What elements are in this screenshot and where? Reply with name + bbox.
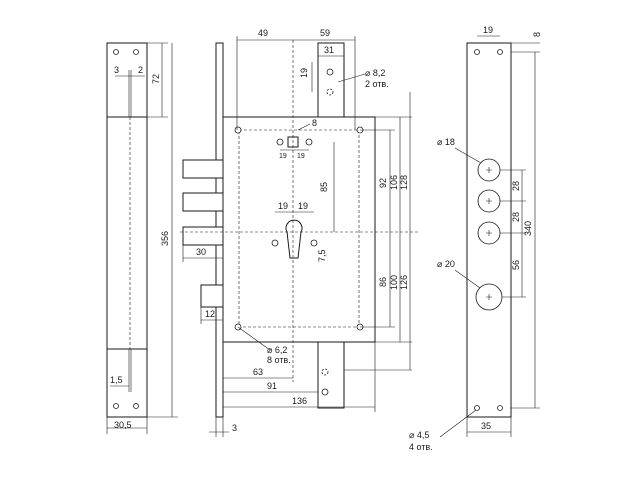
screw-hole-icon xyxy=(310,239,318,247)
dim-label: 8 xyxy=(532,32,542,37)
dim-label: 92 xyxy=(378,178,388,188)
side-view: 3 2 72 356 1,5 30,5 xyxy=(106,42,178,434)
rivet-hole-icon xyxy=(326,88,334,96)
dim-label: 56 xyxy=(511,260,521,270)
dim-label: 63 xyxy=(253,367,263,377)
dim-label: 19 xyxy=(278,201,288,211)
mount-hole-icon xyxy=(234,126,242,134)
lower-tongue-plate xyxy=(317,339,345,409)
mount-hole-icon xyxy=(133,49,139,55)
leader-line xyxy=(454,147,482,164)
dim-label: 30,5 xyxy=(114,420,132,430)
leader-line xyxy=(454,269,481,289)
screw-hole-icon xyxy=(305,138,313,146)
dim-label: 2 xyxy=(138,65,143,75)
dim-label: 356 xyxy=(160,231,170,246)
bolt-2 xyxy=(182,192,224,212)
latch-bolt xyxy=(200,284,224,308)
mount-hole-icon xyxy=(474,405,480,411)
mount-hole-icon xyxy=(474,49,480,55)
dim-label: 1,5 xyxy=(110,375,123,385)
dim-label: 30 xyxy=(196,247,206,257)
dim-label: 86 xyxy=(378,277,388,287)
dim-label: 3 xyxy=(114,65,119,75)
dim-label: 19 xyxy=(279,153,287,160)
dim-label: 126 xyxy=(399,275,409,290)
case-inner-outline xyxy=(238,129,360,328)
dim-label: 35 xyxy=(481,421,491,431)
leader-line xyxy=(297,123,311,131)
dim-label: 340 xyxy=(523,221,533,236)
dim-label: 31 xyxy=(324,45,334,55)
dim-label: 28 xyxy=(511,212,521,222)
dim-label: 12 xyxy=(205,309,215,319)
dim-label: 49 xyxy=(258,28,268,38)
dim-label: 8 xyxy=(312,118,317,128)
center-cross xyxy=(486,167,492,300)
dim-label: ⌀ 8,2 xyxy=(365,68,385,78)
dim-label: 19 xyxy=(298,201,308,211)
dim-label: ⌀ 18 xyxy=(437,137,455,147)
mount-hole-icon xyxy=(497,405,503,411)
mount-hole-icon xyxy=(497,49,503,55)
dim-label: 128 xyxy=(399,175,409,190)
bolt-1 xyxy=(182,159,224,179)
rivet-hole-icon xyxy=(321,388,329,396)
front-view: 49 59 31 19 ⌀ 8,2 2 отв. 8 19 19 85 19 1… xyxy=(180,28,420,437)
bolt-3 xyxy=(182,226,224,246)
dim-label: 28 xyxy=(511,181,521,191)
leader-line xyxy=(337,73,366,83)
dim-label: 59 xyxy=(320,28,330,38)
dim-label: 136 xyxy=(292,396,307,406)
mount-hole-icon xyxy=(113,49,119,55)
mount-hole-icon xyxy=(133,403,139,409)
dim-label: 72 xyxy=(151,74,161,84)
dim-label: 106 xyxy=(389,175,399,190)
dim-label: 100 xyxy=(389,275,399,290)
dim-label: 4 отв. xyxy=(409,442,433,452)
dim-label: ⌀ 20 xyxy=(437,259,455,269)
dim-label: 7,5 xyxy=(317,249,327,262)
dim-label: 19 xyxy=(297,153,305,160)
dim-label: 3 xyxy=(232,423,237,433)
leader-line xyxy=(439,409,477,438)
dim-label: 85 xyxy=(319,182,329,192)
side-body-section xyxy=(106,116,148,350)
dim-label: 2 отв. xyxy=(365,79,389,89)
screw-hole-icon xyxy=(276,138,284,146)
faceplate-view: 19 8 ⌀ 18 28 28 340 ⌀ 20 56 ⌀ 4,5 4 отв.… xyxy=(409,25,542,452)
dim-label: 91 xyxy=(267,381,277,391)
dim-label: 19 xyxy=(299,68,309,78)
rivet-hole-icon xyxy=(321,368,329,376)
dim-label: 8 отв. xyxy=(267,355,291,365)
dim-label: 19 xyxy=(483,25,493,35)
dim-label: ⌀ 4,5 xyxy=(409,430,429,440)
mount-hole-icon xyxy=(113,403,119,409)
dim-label: ⌀ 6,2 xyxy=(267,345,287,355)
rivet-hole-icon xyxy=(326,68,334,76)
screw-hole-icon xyxy=(271,239,279,247)
leader-line xyxy=(237,326,271,351)
